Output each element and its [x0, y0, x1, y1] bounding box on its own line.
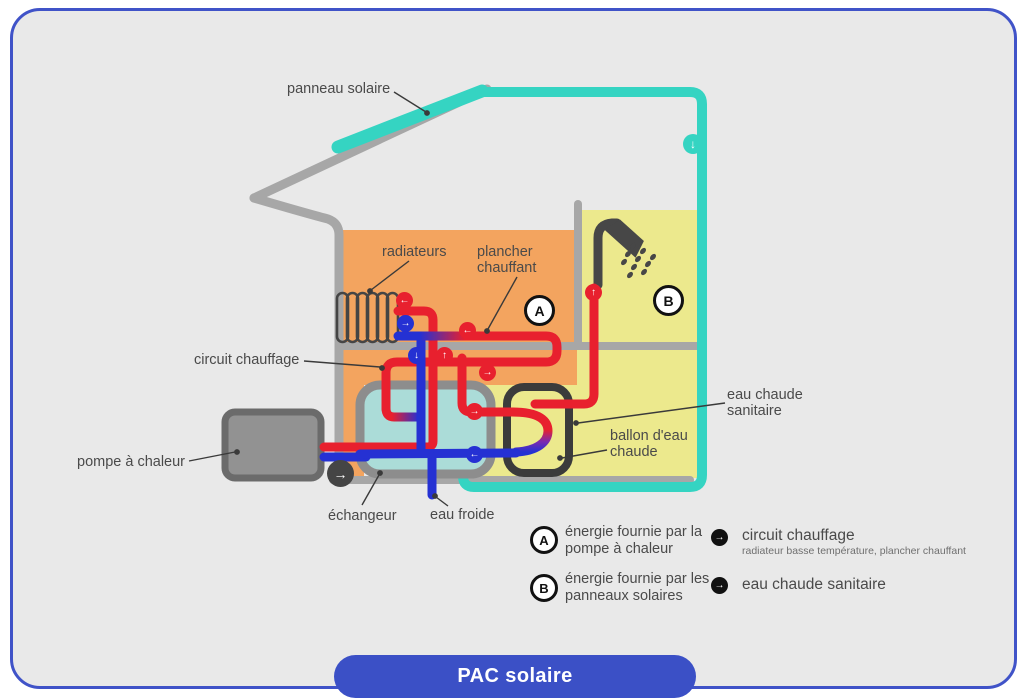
marker-b: B [653, 285, 684, 316]
label-plancher-chauffant: plancher chauffant [477, 244, 537, 277]
flow-right-icon: → [466, 403, 483, 420]
tank-coil-pipe [507, 407, 553, 457]
title-pill: PAC solaire [334, 655, 696, 698]
solar-panel [331, 84, 489, 154]
label-circuit-chauffage: circuit chauffage [194, 352, 300, 368]
marker-a: A [524, 295, 555, 326]
label-ballon-eau-chaude: ballon d'eau chaude [610, 428, 688, 461]
flow-up-icon: ↑ [436, 347, 453, 364]
legend-item-a-text: énergie fournie par la pompe à chaleur [565, 524, 703, 557]
solar-loop-pipe [458, 87, 707, 492]
heat-pump-unit [221, 408, 325, 482]
legend-circuit-chauffage: circuit chauffage [742, 527, 855, 544]
flow-right-icon: → [479, 364, 496, 381]
left-wall [249, 193, 344, 483]
legend-circuit-chauffage-sub: radiateur basse température, plancher ch… [742, 545, 966, 557]
label-pompe-a-chaleur: pompe à chaleur [77, 454, 186, 470]
exchanger-cold-pipe [355, 448, 521, 459]
solar-flow-down-icon: ↓ [683, 134, 703, 154]
legend-flow-right-icon: → [711, 529, 728, 546]
legend-item-b-text: énergie fournie par les panneaux solaire… [565, 571, 710, 604]
exchanger-transfer-pipe [381, 403, 425, 422]
label-eau-froide: eau froide [430, 507, 495, 523]
legend-eau-chaude-sanitaire: eau chaude sanitaire [742, 576, 886, 593]
label-leader-lines [188, 91, 726, 507]
flow-left-icon: ← [396, 292, 413, 309]
legend-marker-a: A [530, 526, 558, 554]
flow-left-icon: ← [459, 322, 476, 339]
shower-droplets [621, 242, 656, 279]
label-radiateurs: radiateurs [382, 244, 447, 260]
flow-right-icon: → [397, 315, 414, 332]
flow-up-icon: ↑ [585, 284, 602, 301]
flow-left-icon: ← [466, 446, 483, 463]
sanitary-hot-pipe [530, 283, 599, 409]
radiator-icon [335, 291, 400, 344]
heating-circuit-pipe [381, 331, 562, 414]
legend-flow-right-icon: → [711, 577, 728, 594]
page-title: PAC solaire [457, 665, 573, 687]
flow-down-icon: ↓ [408, 347, 425, 364]
pump-hot-pipe [319, 436, 438, 452]
label-panneau-solaire: panneau solaire [287, 81, 391, 97]
label-echangeur: échangeur [328, 508, 397, 524]
radiator-supply-pipe [393, 306, 438, 445]
legend-marker-b: B [530, 574, 558, 602]
label-eau-chaude-sanitaire: eau chaude sanitaire [727, 387, 803, 420]
circuit-flow-right-icon: → [327, 460, 354, 487]
hot-water-tank [503, 383, 573, 477]
shower-icon [593, 218, 656, 290]
